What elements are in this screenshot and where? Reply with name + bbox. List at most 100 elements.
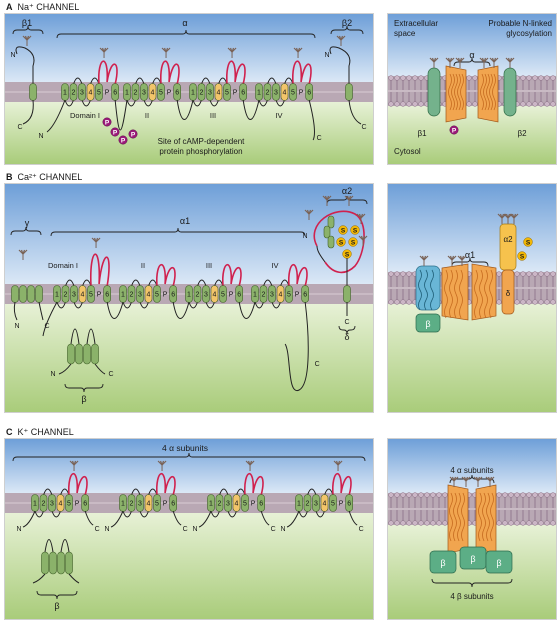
intracellular-loop (122, 488, 158, 518)
lipid-head (388, 520, 394, 526)
pore-loop (288, 263, 308, 287)
intracellular-loop (122, 279, 158, 309)
disulfide-bond-4 (348, 237, 358, 247)
pore-segment-label: P (163, 292, 168, 299)
transmembrane-segment-5 (153, 494, 161, 512)
transmembrane-segment-4 (280, 83, 289, 101)
lipid-head (400, 271, 406, 277)
gamma-c-terminus: C (44, 323, 49, 330)
phosphorylation-site-3 (118, 135, 128, 145)
transmembrane-segment-5-label: 5 (89, 292, 93, 299)
transmembrane-segment-2-label: 2 (130, 292, 134, 299)
beta1-label: β1 (22, 18, 32, 28)
transmembrane-segment-2 (127, 494, 136, 512)
glycosylation-branch (348, 195, 354, 201)
pore-segment-label: P (295, 292, 300, 299)
transmembrane-segment-3-label: 3 (138, 292, 142, 299)
transmembrane-segment-5 (329, 494, 337, 512)
glycosylation-branch (423, 255, 429, 261)
glycosylation-branch (337, 460, 343, 466)
lipid-head (388, 75, 394, 81)
alpha1-wavy-helix (484, 269, 488, 319)
lipid-head (538, 520, 544, 526)
lipid-head (418, 520, 424, 526)
intracellular-loop (254, 279, 290, 309)
transmembrane-segment-3 (78, 83, 86, 101)
disulfide-bond-1-label: S (341, 227, 346, 234)
interdomain-linker (176, 99, 194, 120)
transmembrane-segment-5 (153, 285, 161, 303)
gamma-wavy-helix (424, 269, 428, 311)
lipid-head (526, 299, 532, 305)
transmembrane-segment-3-label: 3 (208, 90, 212, 97)
lipid-head (514, 271, 520, 277)
extracellular-region (388, 184, 556, 272)
lipid-head (520, 299, 526, 305)
lipid-head (496, 492, 502, 498)
glycosylation-branch (73, 460, 79, 466)
alpha2-brace (326, 195, 368, 205)
subunit-c-terminus-3: C (271, 526, 276, 533)
transmembrane-segment-3 (312, 494, 320, 512)
transmembrane-segment-4-label: 4 (147, 292, 151, 299)
alpha-brace (56, 29, 316, 39)
lipid-head (418, 101, 424, 107)
beta-helix-2 (75, 343, 83, 365)
transmembrane-segment-4 (148, 83, 157, 101)
beta2-subunit (503, 67, 517, 117)
beta2-helix (345, 83, 353, 101)
glycosylation-branch (453, 476, 459, 482)
beta1-n-terminus: N (10, 52, 15, 59)
disulfide-bond-2 (350, 225, 360, 235)
glycosylation-branch (513, 213, 519, 219)
beta2-c-tail (348, 99, 362, 125)
transmembrane-segment-4-label: 4 (147, 501, 151, 508)
lipid-head (496, 520, 502, 526)
beta2-n-terminus: N (324, 52, 329, 59)
transmembrane-segment-6-label: 6 (113, 90, 117, 97)
transmembrane-segment-3 (206, 83, 214, 101)
lipid-head (538, 299, 544, 305)
beta-subunits-label: 4 β subunits (450, 592, 493, 601)
extracellular-region (388, 439, 556, 493)
domain-label-3: III (210, 111, 216, 120)
lipid-head (400, 492, 406, 498)
transmembrane-segment-6-label: 6 (171, 501, 175, 508)
phosphorylation-site-3-label: P (121, 137, 126, 144)
pore-segment-label: P (233, 90, 238, 97)
k-channel-wavy-helix (457, 492, 461, 542)
beta-helix-3 (57, 551, 65, 575)
gamma-helix-4 (35, 285, 43, 303)
transmembrane-segment-3-label: 3 (138, 501, 142, 508)
lipid-head (400, 520, 406, 526)
pore-segment-label: P (339, 501, 344, 508)
subunit-c-chain (348, 510, 358, 526)
alpha1-label: α1 (180, 216, 190, 226)
phosphorylation-site-2 (110, 127, 120, 137)
lipid-head (466, 101, 472, 107)
lipid-head (424, 520, 430, 526)
glycosylation-branch (489, 476, 495, 482)
glycosylation-branch (161, 460, 167, 466)
transmembrane-segment-2 (127, 285, 136, 303)
gamma-wavy-helix (430, 269, 434, 311)
k-channel-half-left (447, 484, 469, 554)
lipid-head (400, 299, 406, 305)
glycosylation-branch (297, 47, 303, 53)
transmembrane-segment-2 (215, 494, 224, 512)
transmembrane-segment-3-label: 3 (270, 292, 274, 299)
disulfide-bond-4-label: S (351, 239, 356, 246)
lipid-head (538, 75, 544, 81)
alpha1-label: α1 (465, 250, 475, 260)
gamma-subunit (415, 265, 441, 311)
transmembrane-segment-5-label: 5 (159, 90, 163, 97)
beta-label: β (425, 319, 430, 329)
transmembrane-segment-4-label: 4 (279, 292, 283, 299)
beta-helix-3 (83, 343, 91, 365)
lipid-head (532, 101, 538, 107)
beta1-c-terminus: C (17, 124, 22, 131)
alpha1-wavy-helix (459, 269, 463, 319)
alpha1-brace (451, 257, 489, 267)
transmembrane-segment-3-label: 3 (204, 292, 208, 299)
